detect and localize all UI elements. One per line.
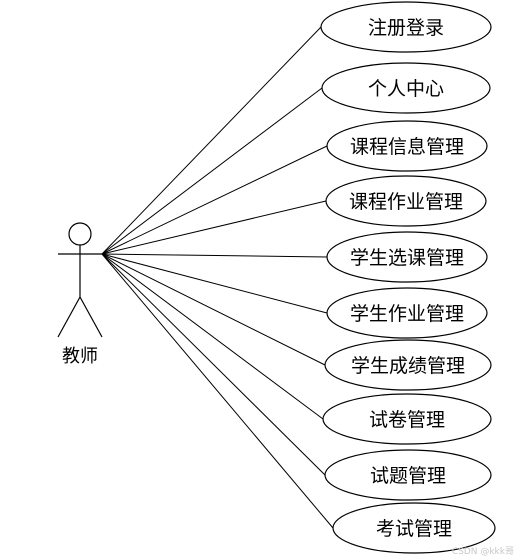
- actor-teacher: 教师: [57, 222, 103, 367]
- use-case: 试卷管理: [322, 393, 492, 445]
- association-line: [101, 253, 334, 529]
- use-case: 注册登录: [320, 1, 492, 53]
- use-case-label: 课程信息管理: [350, 136, 464, 158]
- use-case: 学生成绩管理: [324, 339, 492, 391]
- watermark: CSDN @kkk哥: [451, 547, 514, 557]
- use-case: 课程作业管理: [325, 175, 487, 227]
- use-case-label: 个人中心: [368, 78, 444, 100]
- use-case-label: 课程作业管理: [349, 191, 463, 213]
- association-line: [101, 253, 326, 476]
- actor-right-leg: [79, 296, 103, 338]
- use-case-label: 学生成绩管理: [351, 355, 465, 377]
- association-line: [101, 200, 327, 255]
- use-case: 学生选课管理: [326, 231, 488, 283]
- use-case-label: 学生选课管理: [350, 247, 464, 269]
- use-case-ellipse: [320, 1, 492, 53]
- actor-left-leg: [57, 296, 81, 338]
- use-case-ellipse: [326, 287, 488, 339]
- use-case-label: 注册登录: [368, 17, 444, 39]
- association-line: [101, 253, 324, 420]
- use-case: 试题管理: [324, 449, 492, 501]
- association-line: [101, 253, 328, 258]
- use-case-label: 学生作业管理: [350, 303, 464, 325]
- actor-label: 教师: [62, 346, 98, 367]
- use-case: 课程信息管理: [326, 120, 488, 172]
- use-case-label: 试题管理: [370, 465, 446, 487]
- use-case: 考试管理: [332, 502, 496, 554]
- use-case-ellipse: [324, 339, 492, 391]
- use-case-ellipse: [326, 120, 488, 172]
- use-case: 个人中心: [321, 62, 491, 114]
- use-case: 学生作业管理: [326, 287, 488, 339]
- association-line: [101, 87, 323, 255]
- use-case-ellipse: [322, 393, 492, 445]
- association-line: [101, 26, 322, 255]
- use-case-list: 注册登录个人中心课程信息管理课程作业管理学生选课管理学生作业管理学生成绩管理试卷…: [320, 1, 496, 554]
- association-lines: [101, 26, 334, 529]
- use-case-label: 考试管理: [376, 518, 452, 540]
- association-line: [101, 253, 328, 314]
- use-case-label: 试卷管理: [369, 409, 445, 431]
- use-case-ellipse: [326, 231, 488, 283]
- actor-head: [68, 222, 92, 246]
- association-line: [101, 145, 328, 255]
- association-line: [101, 253, 326, 366]
- use-case-ellipse: [332, 502, 496, 554]
- use-case-ellipse: [325, 175, 487, 227]
- use-case-ellipse: [324, 449, 492, 501]
- use-case-ellipse: [321, 62, 491, 114]
